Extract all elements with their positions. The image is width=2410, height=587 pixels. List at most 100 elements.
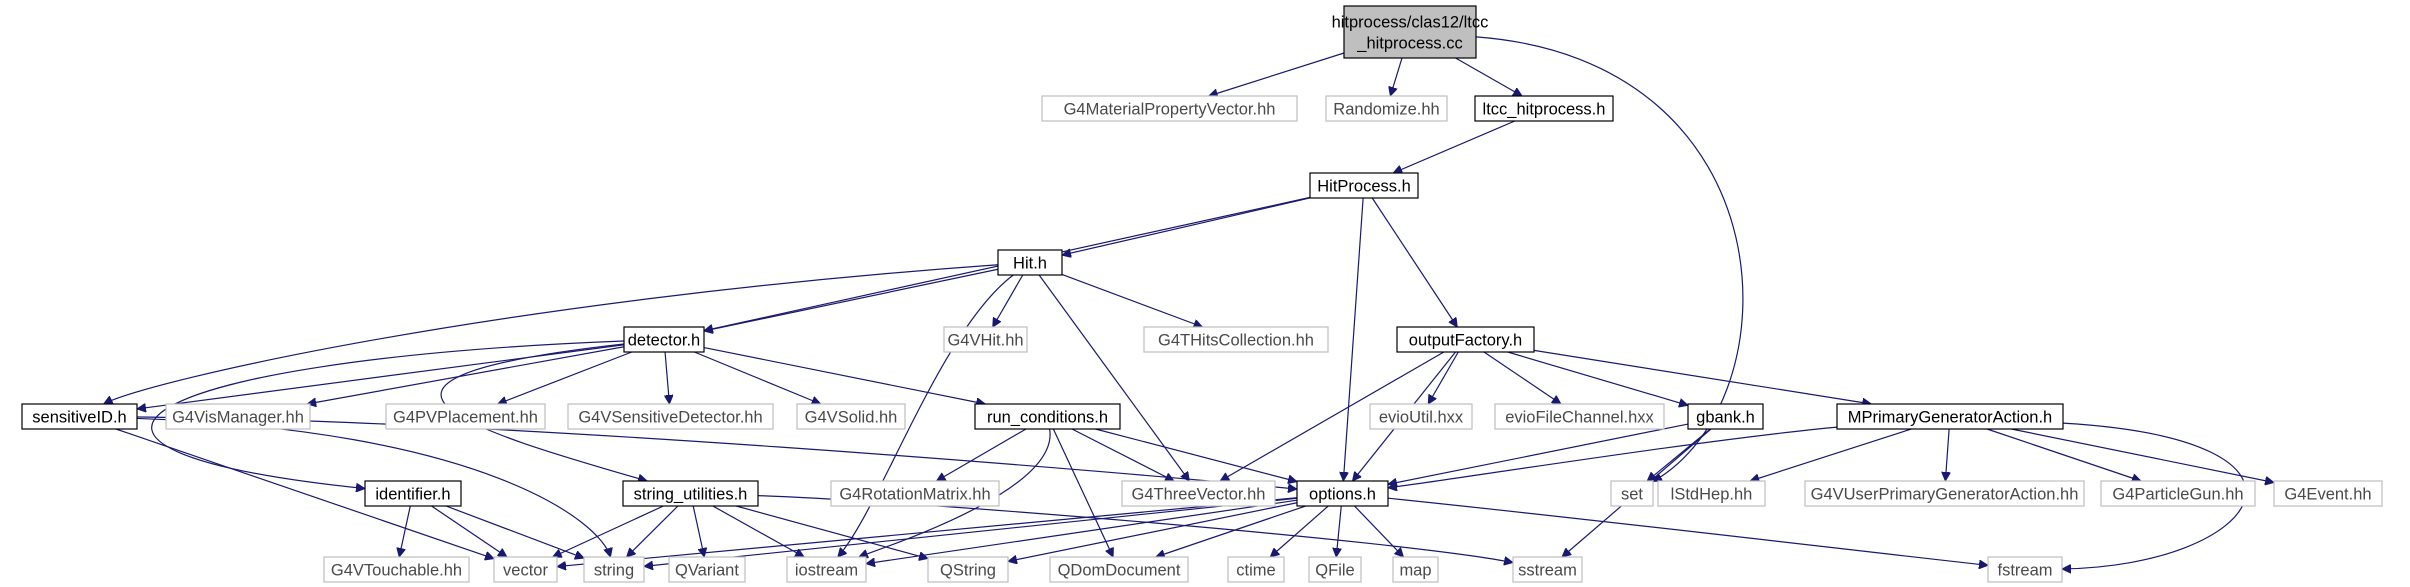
- node-mpga[interactable]: MPrimaryGeneratorAction.h: [1836, 403, 2064, 430]
- node-g4three: G4ThreeVector.hh: [1121, 480, 1276, 507]
- node-box: [1041, 95, 1298, 122]
- node-label: outputFactory.h: [1409, 332, 1522, 350]
- edge-mpga-to-g4pgun: [1986, 428, 2141, 481]
- node-label: QVariant: [675, 562, 739, 580]
- node-label: lStdHep.hh: [1671, 486, 1753, 504]
- node-box: [1296, 480, 1389, 507]
- edge-detector-to-g4pvp: [498, 351, 632, 404]
- node-label: G4MaterialPropertyVector.hh: [1064, 101, 1276, 119]
- edge-root-to-ltcc_h: [1455, 57, 1523, 97]
- node-eviofile: evioFileChannel.hxx: [1494, 403, 1665, 430]
- edge-detector-to-g4vsolid: [694, 351, 820, 404]
- node-qdom: QDomDocument: [1049, 556, 1189, 583]
- node-label: G4VSensitiveDetector.hh: [578, 409, 762, 427]
- node-strutil[interactable]: string_utilities.h: [622, 480, 759, 507]
- node-label: hitprocess/clas12/ltcc: [1332, 14, 1489, 32]
- edge-strutil-to-string: [627, 505, 679, 557]
- node-label: G4VSolid.hh: [805, 409, 898, 427]
- edge-detector-to-g4vsd: [665, 351, 669, 404]
- node-box: [1049, 556, 1189, 583]
- node-box: [623, 326, 705, 353]
- node-g4vsd: G4VSensitiveDetector.hh: [567, 403, 774, 430]
- edge-layer: [104, 36, 2274, 569]
- node-box: [583, 556, 645, 583]
- node-qfile: QFile: [1308, 556, 1362, 583]
- node-options[interactable]: options.h: [1296, 480, 1389, 507]
- node-string: string: [583, 556, 645, 583]
- edge-detector-to-sensitiveid: [137, 344, 625, 409]
- node-box: [974, 403, 1121, 430]
- node-hitprocess_h[interactable]: HitProcess.h: [1309, 172, 1419, 199]
- edge-options-to-iostream: [866, 499, 1298, 563]
- node-root[interactable]: hitprocess/clas12/ltcc_hitprocess.cc: [1332, 5, 1489, 59]
- edge-outputfactory-to-g4three: [1220, 351, 1445, 482]
- edge-options-to-map: [1354, 505, 1404, 557]
- node-detector[interactable]: detector.h: [623, 326, 705, 353]
- node-label: vector: [503, 562, 548, 580]
- edge-outputfactory-to-eviofile: [1483, 351, 1561, 404]
- node-map: map: [1392, 556, 1439, 583]
- edge-detector-to-runcond: [703, 346, 985, 404]
- node-box: [1392, 556, 1439, 583]
- node-identifier[interactable]: identifier.h: [364, 480, 462, 507]
- edge-hit_h-to-sensitiveid: [104, 264, 999, 405]
- edge-options-to-vector: [557, 497, 1298, 567]
- edge-hitprocess_h-to-outputfactory: [1371, 197, 1457, 327]
- node-box: [1309, 172, 1419, 199]
- node-box: [1343, 5, 1477, 59]
- node-box: [830, 480, 1000, 507]
- node-vector: vector: [493, 556, 558, 583]
- node-box: [165, 403, 311, 430]
- node-g4event: G4Event.hh: [2273, 480, 2383, 507]
- edge-options-to-qstring: [1008, 502, 1298, 562]
- node-runcond[interactable]: run_conditions.h: [974, 403, 1121, 430]
- node-box: [668, 556, 746, 583]
- node-box: [796, 403, 906, 430]
- edge-options-to-string: [644, 497, 1298, 566]
- edge-identifier-to-string: [445, 505, 584, 558]
- edge-identifier-to-g4vtouch: [399, 505, 411, 557]
- node-box: [1396, 326, 1535, 353]
- edge-hitprocess_h-to-hit_h: [1062, 197, 1311, 255]
- edge-outputfactory-to-gbank: [1507, 351, 1688, 405]
- node-ltcc_h[interactable]: ltcc_hitprocess.h: [1474, 95, 1614, 122]
- node-box: [1494, 403, 1665, 430]
- node-label: G4ParticleGun.hh: [2112, 486, 2243, 504]
- node-box: [1610, 480, 1654, 507]
- node-label: MPrimaryGeneratorAction.h: [1848, 409, 2053, 427]
- node-sensitiveid[interactable]: sensitiveID.h: [21, 403, 138, 430]
- edge-hitprocess_h-to-options: [1343, 197, 1364, 481]
- node-randomize: Randomize.hh: [1325, 95, 1448, 122]
- edge-sensitiveid-to-options: [136, 416, 1297, 489]
- edge-mpga-to-options: [1388, 426, 1838, 488]
- node-box: [927, 556, 1009, 583]
- node-g4vis: G4VisManager.hh: [165, 403, 311, 430]
- node-label: string: [594, 562, 634, 580]
- node-box: [364, 480, 462, 507]
- node-label: G4VHit.hh: [947, 332, 1023, 350]
- node-box: [997, 249, 1063, 276]
- node-box: [943, 326, 1028, 353]
- node-box: [1836, 403, 2064, 430]
- node-outputfactory[interactable]: outputFactory.h: [1396, 326, 1535, 353]
- edge-root-to-g4mpv: [1209, 52, 1345, 96]
- edge-ltcc_h-to-hitprocess_h: [1393, 120, 1516, 173]
- node-gbank[interactable]: gbank.h: [1687, 403, 1764, 430]
- node-fstream: fstream: [1987, 556, 2063, 583]
- node-g4rot: G4RotationMatrix.hh: [830, 480, 1000, 507]
- edge-strutil-to-qstring: [735, 505, 928, 559]
- node-label: gbank.h: [1696, 409, 1755, 427]
- edge-hit_h-to-detector: [704, 268, 999, 331]
- node-label: ctime: [1236, 562, 1275, 580]
- node-box: [2100, 480, 2256, 507]
- node-iostream: iostream: [786, 556, 867, 583]
- node-label: G4ThreeVector.hh: [1132, 486, 1266, 504]
- node-sstream: sstream: [1512, 556, 1583, 583]
- node-box: [1325, 95, 1448, 122]
- node-label: run_conditions.h: [987, 409, 1108, 427]
- node-hit_h[interactable]: Hit.h: [997, 249, 1063, 276]
- edge-sensitiveid-to-vector: [115, 428, 494, 559]
- node-label: G4THitsCollection.hh: [1158, 332, 1314, 350]
- node-label: identifier.h: [375, 486, 450, 504]
- node-label: ltcc_hitprocess.h: [1483, 101, 1606, 119]
